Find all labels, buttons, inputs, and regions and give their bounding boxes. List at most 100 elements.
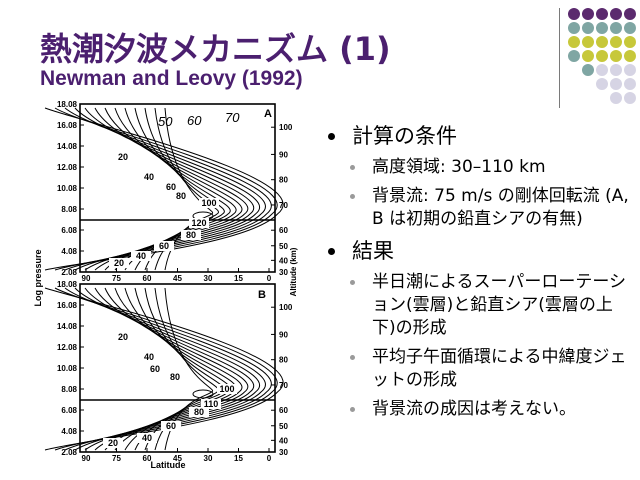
handwritten-60: 60 — [187, 113, 202, 128]
decor-dot — [596, 8, 608, 20]
contour-label: 20 — [118, 152, 128, 162]
x-tick-label: 15 — [234, 274, 243, 283]
decor-divider-line — [559, 8, 560, 108]
y-tick-label: 6.08 — [61, 226, 77, 235]
x-tick-label: 30 — [204, 454, 213, 463]
panel-b-label: B — [258, 289, 266, 301]
x-tick-label: 90 — [82, 274, 91, 283]
contour-label: 80 — [186, 230, 196, 240]
figure-axes: 18.08 16.08 14.08 12.08 10.08 8.08 6.08 4.08 2.0… — [57, 100, 293, 463]
bullet-list: 計算の条件 高度領域: 30–110 km 背景流: 75 m/s の剛体回転流… — [320, 122, 635, 427]
bullet-dot — [350, 194, 355, 199]
contour-label-bg — [181, 230, 201, 240]
y-tick-label: 16.08 — [57, 301, 78, 310]
altitude-tick-label: 100 — [279, 303, 293, 312]
contour-label: 40 — [142, 433, 152, 443]
bullet-conditions: 計算の条件 — [320, 122, 635, 150]
altitude-tick-label: 80 — [279, 176, 288, 185]
contour-line — [134, 107, 231, 271]
altitude-tick-label: 40 — [279, 436, 288, 445]
decor-dot — [624, 8, 636, 20]
decor-dot — [610, 64, 622, 76]
contour-label-bg — [165, 372, 185, 382]
contour-label: 80 — [170, 372, 180, 382]
contour-label-bg — [217, 384, 237, 394]
decor-dot — [582, 64, 594, 76]
y-tick-label: 10.08 — [57, 364, 78, 373]
y-tick-label: 16.08 — [57, 121, 78, 130]
contour-label: 20 — [114, 258, 124, 268]
contour-label: 80 — [194, 407, 204, 417]
contour-label-bg — [139, 352, 159, 362]
y-tick-label: 4.08 — [61, 427, 77, 436]
handwritten-70: 70 — [225, 110, 240, 125]
contour-label-bg — [161, 421, 181, 431]
contour-label-bg — [145, 364, 165, 374]
contour-label: 20 — [108, 438, 118, 448]
contour-line — [154, 107, 219, 271]
y-tick-label: 14.08 — [57, 142, 78, 151]
contour-label: 60 — [159, 241, 169, 251]
contour-label-bg — [161, 182, 181, 192]
contour-label: 110 — [204, 399, 219, 409]
slide-subtitle: Newman and Leovy (1992) — [40, 67, 303, 90]
y-tick-label: 14.08 — [57, 322, 78, 331]
decor-dot — [596, 78, 608, 90]
x-tick-label: 75 — [112, 454, 121, 463]
contour-label-bg — [131, 251, 151, 261]
decor-dot — [624, 50, 636, 62]
y-tick-label: 18.08 — [57, 100, 78, 109]
contour-label-bg — [139, 172, 159, 182]
y-tick-label: 4.08 — [61, 247, 77, 256]
decor-dot — [568, 8, 580, 20]
contour-label: 100 — [219, 384, 234, 394]
x-tick-label: 60 — [143, 454, 152, 463]
altitude-tick-label: 70 — [279, 201, 288, 210]
contour-label: 80 — [176, 191, 186, 201]
altitude-tick-label: 40 — [279, 256, 288, 265]
contour-label: 120 — [191, 218, 206, 228]
contour-label: 60 — [166, 421, 176, 431]
contour-line — [164, 107, 214, 271]
y-tick-label: 8.08 — [61, 385, 77, 394]
sub-bullet-jet: 平均子午面循環による中緯度ジェットの形成 — [320, 346, 635, 392]
contour-label: 20 — [118, 332, 128, 342]
panel-a-label: A — [264, 108, 272, 120]
contour-label-bg — [109, 258, 129, 268]
y-tick-label: 2.08 — [61, 448, 77, 457]
x-tick-label: 0 — [267, 454, 272, 463]
slide-title: 熱潮汐波メカニズム (1) — [40, 30, 391, 68]
decor-dot — [596, 50, 608, 62]
altitude-tick-label: 100 — [279, 123, 293, 132]
y-tick-label: 12.08 — [57, 163, 78, 172]
decor-dot — [582, 22, 594, 34]
decor-dot — [610, 92, 622, 104]
bullet-dot — [350, 280, 355, 285]
bullet-results: 結果 — [320, 237, 635, 265]
decor-dot — [610, 50, 622, 62]
altitude-axis-label: Altitude (km) — [289, 247, 298, 296]
contour-label-bg — [201, 399, 221, 409]
contour-label: 40 — [144, 352, 154, 362]
contour-line — [144, 107, 225, 271]
contour-label-bg — [154, 241, 174, 251]
sub-bullet-superrotation: 半日潮によるスーパーローテーション(雲層)と鉛直シア(雲層の上下)の形成 — [320, 271, 635, 340]
altitude-tick-label: 30 — [279, 268, 288, 277]
decor-dot — [596, 22, 608, 34]
bullet-dot — [328, 248, 335, 255]
bullet-dot — [350, 165, 355, 170]
decor-dot — [610, 8, 622, 20]
jet-core-contour — [192, 389, 214, 399]
altitude-tick-label: 30 — [279, 448, 288, 457]
altitude-tick-label: 60 — [279, 406, 288, 415]
x-axis-label: Latitude — [151, 460, 186, 470]
altitude-tick-label: 50 — [279, 242, 288, 251]
contour-label: 40 — [136, 251, 146, 261]
contour-label: 60 — [150, 364, 160, 374]
contour-label: 40 — [144, 172, 154, 182]
contour-label: 100 — [201, 198, 216, 208]
x-tick-label: 30 — [204, 274, 213, 283]
contour-label-bg — [189, 218, 209, 228]
decor-dot — [582, 8, 594, 20]
